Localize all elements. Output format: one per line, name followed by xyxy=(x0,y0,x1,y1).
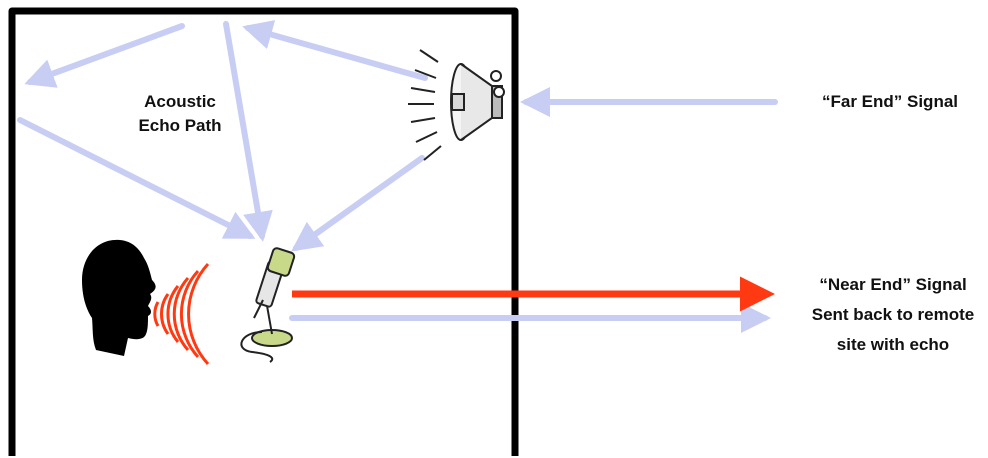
near-end-label-line2: Sent back to remote xyxy=(812,305,975,324)
echo-arrow-ceiling-to-mic xyxy=(223,21,273,242)
echo-path-arrows xyxy=(17,20,778,333)
loudspeaker-icon xyxy=(408,49,505,161)
echo-path-label-line2: Echo Path xyxy=(138,116,221,135)
echo-path-label-line1: Acoustic xyxy=(144,92,216,111)
sound-lines xyxy=(408,49,442,161)
near-end-label-line3: site with echo xyxy=(837,335,949,354)
speaking-head-icon xyxy=(82,239,156,356)
speech-waves xyxy=(153,262,210,366)
echo-arrow-left-wall-to-mic xyxy=(17,117,256,239)
room-wall xyxy=(8,7,519,456)
far-end-label: “Far End” Signal xyxy=(822,92,958,111)
echo-arrow-speaker-to-mic xyxy=(291,155,425,252)
echo-arrow-ceiling-to-left-wall xyxy=(24,23,185,88)
microphone-icon xyxy=(240,247,296,363)
echo-arrow-speaker-to-ceiling xyxy=(242,20,428,81)
near-end-label-line1: “Near End” Signal xyxy=(819,275,966,294)
